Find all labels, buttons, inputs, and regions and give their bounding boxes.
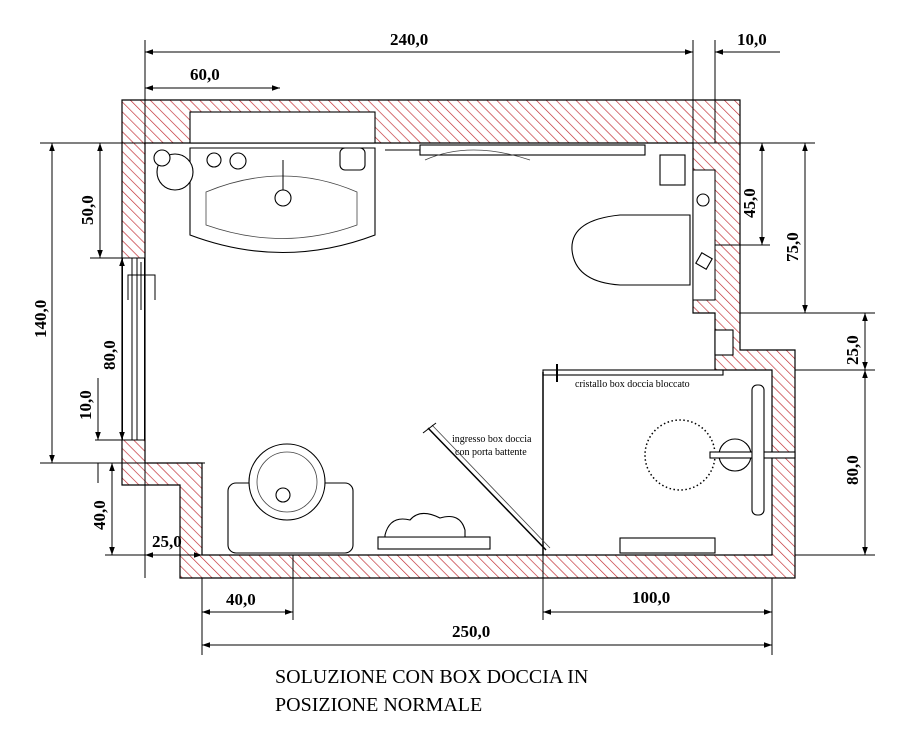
shower-head [644, 419, 716, 491]
floor-towel [377, 512, 491, 550]
washbasin [189, 147, 376, 254]
door-label-line1: ingresso box doccia [452, 434, 532, 445]
wall-niche [189, 111, 376, 144]
dim-left-small: 10,0 [76, 390, 95, 420]
left-towel-rail [127, 262, 156, 310]
towel-rail-top [385, 144, 646, 161]
dim-bottom-total: 250,0 [452, 622, 490, 641]
right-wall-recess [692, 169, 716, 301]
towel-holder [153, 149, 194, 191]
shower-tray-drain [619, 537, 716, 554]
dim-top-sink-offset: 60,0 [190, 65, 220, 84]
dim-left-upper: 50,0 [78, 195, 97, 225]
dim-bottom-left-notch: 25,0 [152, 532, 182, 551]
fixed-glass-label: cristallo box doccia bloccato [575, 379, 690, 390]
dimension-lines [49, 49, 868, 648]
plan-title-line1: SOLUZIONE CON BOX DOCCIA IN [275, 666, 588, 688]
dim-right-upper: 75,0 [783, 232, 802, 262]
dim-right-step: 25,0 [843, 335, 862, 365]
grab-bar [751, 384, 765, 516]
shower-swing-door[interactable] [427, 427, 547, 551]
dim-bottom-shower: 100,0 [632, 588, 670, 607]
pipe-column [714, 329, 734, 356]
door-label-line2: con porta battente [455, 447, 527, 458]
toilet [571, 154, 713, 286]
dim-left-notch: 40,0 [90, 500, 109, 530]
dim-left-total: 140,0 [31, 300, 50, 338]
plan-title-line2: POSIZIONE NORMALE [275, 694, 482, 716]
fixed-glass-panel [542, 369, 724, 376]
dim-top-right-small: 10,0 [737, 30, 767, 49]
dim-right-upper-small: 45,0 [740, 188, 759, 218]
dim-top-total: 240,0 [390, 30, 428, 49]
dim-right-shower: 80,0 [843, 455, 862, 485]
dim-left-window: 80,0 [100, 340, 119, 370]
shower-enclosure [422, 364, 796, 555]
dim-bottom-left-offset: 40,0 [226, 590, 256, 609]
bidet [227, 443, 354, 554]
